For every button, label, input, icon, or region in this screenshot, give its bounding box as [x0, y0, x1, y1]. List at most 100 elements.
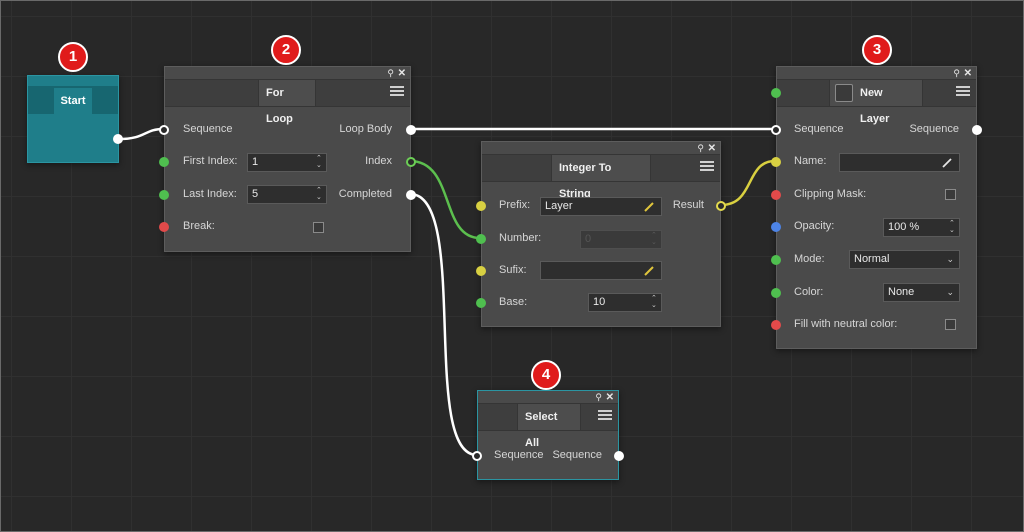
- break-label: Break:: [183, 220, 215, 232]
- color-select[interactable]: None ⌄: [883, 283, 960, 302]
- start-output-port[interactable]: [113, 134, 123, 144]
- for-loop-sequence-label: Sequence: [183, 123, 233, 135]
- close-icon[interactable]: ✕: [963, 68, 972, 79]
- first-index-value: 1: [252, 156, 259, 168]
- loop-body-port[interactable]: [406, 125, 416, 135]
- name-port[interactable]: [771, 157, 781, 167]
- pin-icon[interactable]: ⚲: [953, 68, 960, 78]
- base-value: 10: [593, 296, 606, 308]
- sufix-port[interactable]: [476, 266, 486, 276]
- chevron-down-icon: ⌄: [946, 287, 954, 297]
- clipping-mask-checkbox[interactable]: [945, 189, 956, 200]
- result-label: Result: [672, 199, 704, 211]
- pencil-icon[interactable]: [643, 265, 655, 277]
- menu-icon[interactable]: [390, 86, 404, 97]
- chevron-down-icon: ⌄: [946, 254, 954, 264]
- number-label: Number:: [499, 232, 542, 244]
- index-port[interactable]: [406, 157, 416, 167]
- neutral-color-port[interactable]: [771, 320, 781, 330]
- for-loop-sequence-in-port[interactable]: [159, 125, 169, 135]
- select-all-sequence-out-port[interactable]: [614, 451, 624, 461]
- stepper-icon[interactable]: ⌃⌄: [316, 155, 322, 169]
- opacity-value: 100 %: [888, 221, 920, 233]
- select-all-node[interactable]: ⚲ ✕ Select All Sequence Sequence: [472, 390, 624, 480]
- mode-port[interactable]: [771, 255, 781, 265]
- pin-icon[interactable]: ⚲: [595, 392, 602, 402]
- base-port[interactable]: [476, 298, 486, 308]
- integer-to-string-node[interactable]: ⚲ ✕ Integer To String Prefix: Layer Resu…: [476, 141, 726, 327]
- for-loop-node[interactable]: ⚲ ✕ For Loop Sequence Loop Body First In…: [159, 66, 416, 252]
- prefix-input[interactable]: Layer: [540, 197, 662, 216]
- close-icon[interactable]: ✕: [707, 143, 716, 154]
- stepper-icon[interactable]: ⌃⌄: [949, 220, 955, 234]
- break-checkbox[interactable]: [313, 222, 324, 233]
- new-layer-title-tab: New Layer: [829, 80, 923, 125]
- pin-icon[interactable]: ⚲: [697, 143, 704, 153]
- color-label: Color:: [794, 286, 824, 298]
- sufix-input[interactable]: [540, 261, 662, 280]
- select-all-sequence-in-label: Sequence: [494, 449, 544, 461]
- for-loop-title: For Loop: [258, 80, 316, 125]
- new-layer-sequence-out-port[interactable]: [972, 125, 982, 135]
- new-layer-title: New Layer: [860, 87, 890, 125]
- loop-body-label: Loop Body: [339, 123, 392, 135]
- new-layer-enable-port[interactable]: [771, 88, 781, 98]
- opacity-input[interactable]: 100 % ⌃⌄: [883, 218, 960, 237]
- clipping-mask-port[interactable]: [771, 190, 781, 200]
- pin-icon[interactable]: ⚲: [387, 68, 394, 78]
- new-layer-sequence-in-label: Sequence: [794, 123, 844, 135]
- new-layer-node[interactable]: ⚲ ✕ New Layer Sequence Sequence Name: Cl…: [771, 66, 982, 349]
- prefix-label: Prefix:: [499, 199, 531, 211]
- name-input[interactable]: [839, 153, 960, 172]
- name-label: Name:: [794, 155, 827, 167]
- neutral-color-checkbox[interactable]: [945, 319, 956, 330]
- opacity-label: Opacity:: [794, 220, 835, 232]
- stepper-icon: ⌃⌄: [651, 232, 657, 246]
- last-index-value: 5: [252, 188, 259, 200]
- integer-to-string-title: Integer To String: [551, 155, 651, 200]
- neutral-color-label: Fill with neutral color:: [794, 318, 898, 330]
- close-icon[interactable]: ✕: [397, 68, 406, 79]
- opacity-port[interactable]: [771, 222, 781, 232]
- prefix-value: Layer: [545, 200, 573, 212]
- layer-thumbnail-icon: [835, 84, 853, 102]
- pencil-icon[interactable]: [643, 201, 655, 213]
- first-index-label: First Index:: [183, 155, 238, 167]
- menu-icon[interactable]: [956, 86, 970, 97]
- clipping-mask-label: Clipping Mask:: [794, 188, 867, 200]
- badge-1: 1: [58, 42, 88, 72]
- last-index-label: Last Index:: [183, 188, 237, 200]
- base-input[interactable]: 10 ⌃⌄: [588, 293, 662, 312]
- mode-label: Mode:: [794, 253, 825, 265]
- menu-icon[interactable]: [598, 410, 612, 421]
- close-icon[interactable]: ✕: [605, 392, 614, 403]
- prefix-port[interactable]: [476, 201, 486, 211]
- break-port[interactable]: [159, 222, 169, 232]
- stepper-icon[interactable]: ⌃⌄: [316, 187, 322, 201]
- last-index-input[interactable]: 5 ⌃⌄: [247, 185, 327, 204]
- index-label: Index: [365, 155, 392, 167]
- result-port[interactable]: [716, 201, 726, 211]
- start-node[interactable]: Start: [27, 75, 123, 163]
- new-layer-sequence-in-port[interactable]: [771, 125, 781, 135]
- mode-value: Normal: [854, 253, 890, 265]
- badge-4: 4: [531, 360, 561, 390]
- completed-label: Completed: [338, 188, 392, 200]
- color-port[interactable]: [771, 288, 781, 298]
- number-port[interactable]: [476, 234, 486, 244]
- stepper-icon[interactable]: ⌃⌄: [651, 295, 657, 309]
- number-input: 0⌃⌄: [580, 230, 662, 249]
- base-label: Base:: [499, 296, 528, 308]
- menu-icon[interactable]: [700, 161, 714, 172]
- new-layer-sequence-out-label: Sequence: [909, 123, 959, 135]
- first-index-port[interactable]: [159, 157, 169, 167]
- color-value: None: [888, 286, 915, 298]
- select-all-sequence-out-label: Sequence: [552, 449, 602, 461]
- select-all-sequence-in-port[interactable]: [472, 451, 482, 461]
- completed-port[interactable]: [406, 190, 416, 200]
- mode-select[interactable]: Normal ⌄: [849, 250, 960, 269]
- sufix-label: Sufix:: [499, 264, 527, 276]
- pencil-icon[interactable]: [941, 157, 953, 169]
- first-index-input[interactable]: 1 ⌃⌄: [247, 153, 327, 172]
- last-index-port[interactable]: [159, 190, 169, 200]
